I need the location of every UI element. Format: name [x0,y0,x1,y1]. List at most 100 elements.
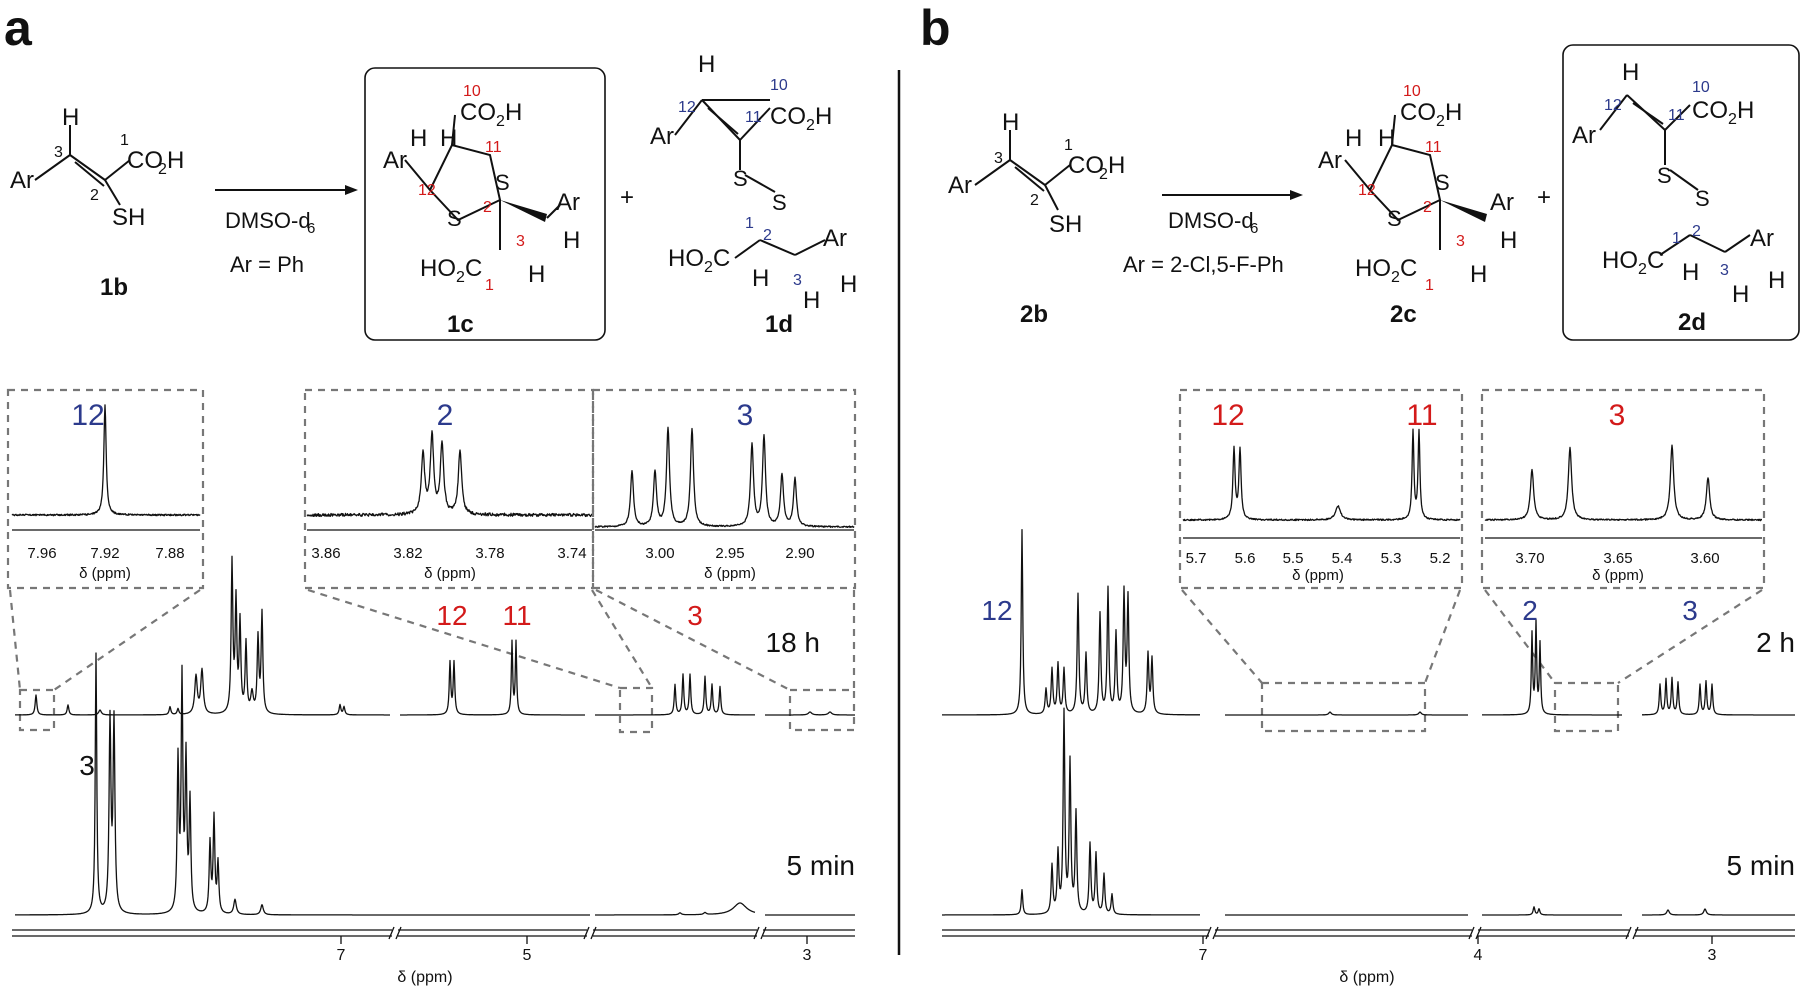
svg-text:10: 10 [463,83,481,100]
svg-text:SH: SH [112,204,145,231]
svg-text:H: H [1108,152,1125,179]
svg-text:12: 12 [1211,399,1244,432]
svg-text:3: 3 [803,947,812,964]
svg-text:3: 3 [1720,262,1729,279]
svg-text:2.90: 2.90 [785,545,814,562]
svg-text:11: 11 [1425,139,1442,156]
svg-text:10: 10 [1692,79,1710,96]
svg-text:5.3: 5.3 [1381,550,1402,567]
svg-text:2: 2 [496,113,505,130]
structure-1d: H Ar CO 2 H 12 11 10 2 1 3 S S Ar HO 2 C… [650,51,857,338]
svg-text:5: 5 [523,947,532,964]
svg-text:S: S [772,190,787,215]
panel-letter-b: b [920,0,951,56]
svg-text:δ (ppm): δ (ppm) [397,969,452,986]
reagent-a: DMSO-d [225,208,311,233]
svg-text:12: 12 [418,182,436,199]
inset-connectors-b [1181,589,1763,733]
label-1b: 1b [100,274,128,301]
structure-1b: Ar H H CO 2 H SH 3 2 1 1b [10,104,184,301]
svg-text:3: 3 [994,150,1003,167]
label-2c: 2c [1390,301,1417,328]
svg-text:10: 10 [770,77,788,94]
svg-text:Ar: Ar [556,189,580,216]
svg-text:Ar: Ar [10,167,34,194]
svg-text:S: S [447,206,462,231]
svg-text:11: 11 [745,109,762,126]
svg-text:7: 7 [337,947,346,964]
scheme-b: Ar H CO 2 H SH 3 2 1 2b DMSO-d 6 Ar = 2-… [948,44,1800,341]
svg-text:H: H [1768,267,1785,294]
peak-label-2-b: 2 [1522,595,1538,626]
svg-text:5.6: 5.6 [1235,550,1256,567]
scheme-a: Ar H H CO 2 H SH 3 2 1 1b DMSO-d 6 Ar = … [10,51,857,341]
highlight-box-2d [1562,44,1800,341]
highlight-box-1c [364,67,606,341]
svg-text:S: S [1695,186,1710,211]
svg-text:2.95: 2.95 [715,545,744,562]
svg-text:7: 7 [1199,947,1208,964]
svg-text:δ (ppm): δ (ppm) [1292,567,1344,584]
label-2d: 2d [1678,309,1706,336]
svg-text:H: H [1500,227,1517,254]
svg-text:2: 2 [1423,199,1432,216]
svg-text:H: H [840,271,857,298]
peak-label-3-b: 3 [1682,595,1698,626]
svg-text:C: C [713,245,730,272]
peak-label-12: 12 [436,600,467,631]
svg-text:11: 11 [485,139,502,156]
svg-text:3: 3 [1708,947,1717,964]
structure-1c: CO 2 H 10 11 12 2 3 1 Ar H H S S Ar H H … [383,83,580,338]
svg-text:1: 1 [1064,137,1073,154]
svg-text:H: H [1445,99,1462,126]
svg-text:11: 11 [1668,107,1685,124]
svg-text:Ar: Ar [650,123,674,150]
svg-text:H: H [1470,261,1487,288]
svg-text:3.65: 3.65 [1603,550,1632,567]
svg-text:H: H [698,51,715,78]
svg-text:12: 12 [1604,97,1622,114]
peak-label-3: 3 [687,600,703,631]
svg-text:2: 2 [806,117,815,134]
svg-text:S: S [1387,206,1402,231]
label-2b: 2b [1020,301,1048,328]
svg-text:2: 2 [763,227,772,244]
svg-text:δ (ppm): δ (ppm) [79,565,131,582]
svg-text:3.60: 3.60 [1690,550,1719,567]
svg-text:Ar: Ar [1490,189,1514,216]
svg-text:Ar: Ar [383,147,407,174]
svg-text:2: 2 [1030,192,1039,209]
svg-text:CO: CO [127,147,163,174]
inset-b-3: 3 3.70 3.65 3.60 δ (ppm) [1480,388,1766,590]
trace-label-5min-b: 5 min [1727,850,1795,881]
svg-text:3.74: 3.74 [557,545,586,562]
svg-text:10: 10 [1403,83,1421,100]
svg-text:3.86: 3.86 [311,545,340,562]
svg-text:δ (ppm): δ (ppm) [424,565,476,582]
svg-text:6: 6 [307,220,315,237]
svg-text:H: H [1732,281,1749,308]
svg-text:H: H [1737,97,1754,124]
svg-text:CO: CO [460,99,496,126]
svg-text:3: 3 [737,399,754,432]
svg-text:3: 3 [516,233,525,250]
inset-connectors-a [8,588,856,734]
svg-text:CO: CO [1692,97,1728,124]
svg-text:3: 3 [54,144,63,161]
svg-text:CO: CO [770,103,806,130]
trace-label-5min-a: 5 min [787,850,855,881]
svg-text:3.78: 3.78 [475,545,504,562]
svg-text:δ (ppm): δ (ppm) [1592,567,1644,584]
inset-b-12-11: 12 11 5.7 5.6 5.5 5.4 5.3 5.2 δ (ppm) [1178,388,1464,590]
svg-text:7.92: 7.92 [90,545,119,562]
structure-2b: Ar H CO 2 H SH 3 2 1 2b [948,109,1125,328]
svg-text:H: H [440,125,457,152]
trace-label-18h: 18 h [766,627,821,658]
svg-text:7.96: 7.96 [27,545,56,562]
svg-text:3: 3 [793,272,802,289]
panel-letter-a: a [4,0,33,56]
svg-text:Ar: Ar [1318,147,1342,174]
svg-text:S: S [1435,170,1450,195]
structure-2d: H Ar CO 2 H 12 11 10 2 1 3 S S Ar HO 2 C… [1572,59,1785,336]
label-1c: 1c [447,311,474,338]
